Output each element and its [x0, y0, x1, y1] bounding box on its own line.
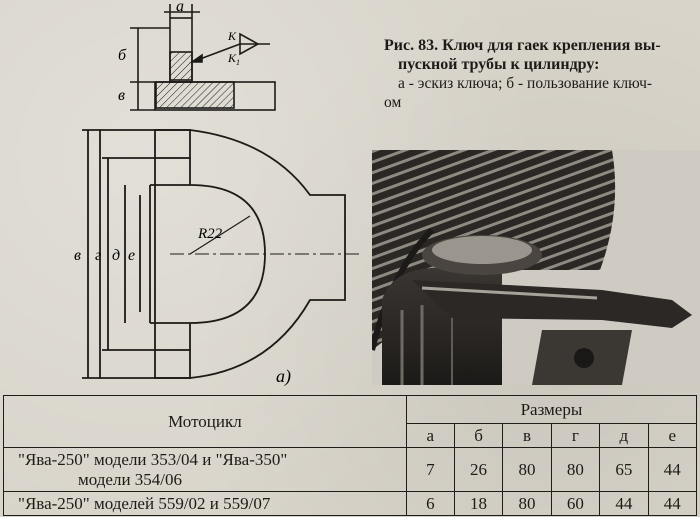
- caption-title-line1: Рис. 83. Ключ для гаек крепления вы-: [384, 37, 661, 54]
- value-cell: 80: [550, 447, 601, 492]
- model-cell: "Ява-250" модели 353/04 и "Ява-350" моде…: [3, 447, 407, 492]
- caption-sub-line1: а - эскиз ключа; б - пользование ключ-: [398, 75, 653, 92]
- table-row: "Ява-250" модели 353/04 и "Ява-350" моде…: [3, 447, 698, 492]
- dim-a-label: a: [176, 0, 184, 15]
- value-cell: 44: [599, 491, 649, 516]
- value-cell: 26: [453, 447, 504, 492]
- value-cell: 80: [502, 447, 552, 492]
- model-line: модели 354/06: [78, 469, 183, 489]
- dim-g-label: г: [95, 247, 101, 264]
- wrench-usage-photo: б): [372, 150, 700, 385]
- dimensions-table: Мотоцикл Размеры а б в г д е "Ява-250" м…: [3, 395, 698, 516]
- weld-detail-sketch: a б в K K 1: [118, 0, 276, 111]
- size-key: г: [550, 423, 601, 448]
- dim-e-label: е: [128, 247, 135, 264]
- dim-b-label: б: [118, 47, 127, 64]
- size-key: а: [405, 423, 455, 448]
- value-cell: 80: [502, 491, 552, 516]
- size-key: в: [502, 423, 552, 448]
- weld-k1-label: K: [227, 51, 237, 65]
- figure-a-label: а): [276, 366, 291, 387]
- dim-v-label: в: [74, 247, 81, 264]
- value-cell: 6: [405, 491, 455, 516]
- dim-d-label: д: [112, 247, 120, 264]
- radius-label: R22: [197, 226, 223, 242]
- value-cell: 60: [550, 491, 601, 516]
- size-key: б: [453, 423, 504, 448]
- size-key: е: [647, 423, 698, 448]
- value-cell: 44: [647, 447, 698, 492]
- value-cell: 65: [599, 447, 649, 492]
- weld-k1-sub-label: 1: [236, 58, 240, 67]
- size-key: д: [599, 423, 649, 448]
- weld-k-label: K: [227, 29, 237, 43]
- model-line: "Ява-250" моделей 559/02 и 559/07: [18, 493, 271, 513]
- table-row: "Ява-250" моделей 559/02 и 559/07 6 18 8…: [3, 491, 698, 516]
- value-cell: 18: [453, 491, 504, 516]
- value-cell: 44: [647, 491, 698, 516]
- figure-b-label: б): [464, 364, 479, 385]
- dim-v-top-label: в: [118, 87, 125, 104]
- table-header-row: Мотоцикл Размеры: [3, 395, 698, 448]
- model-line: "Ява-250" модели 353/04 и "Ява-350": [18, 449, 288, 469]
- header-sizes: Размеры: [405, 395, 698, 424]
- caption-title-line2: пускной трубы к цилиндру:: [398, 56, 600, 73]
- value-cell: 7: [405, 447, 455, 492]
- header-motorcycle: Мотоцикл: [3, 395, 407, 448]
- model-cell: "Ява-250" моделей 559/02 и 559/07: [3, 491, 407, 516]
- figure-caption: Рис. 83. Ключ для гаек крепления вы- пус…: [384, 36, 696, 112]
- caption-sub-line2: ом: [384, 94, 402, 111]
- wrench-sketch: в г д е R22 а): [74, 129, 360, 387]
